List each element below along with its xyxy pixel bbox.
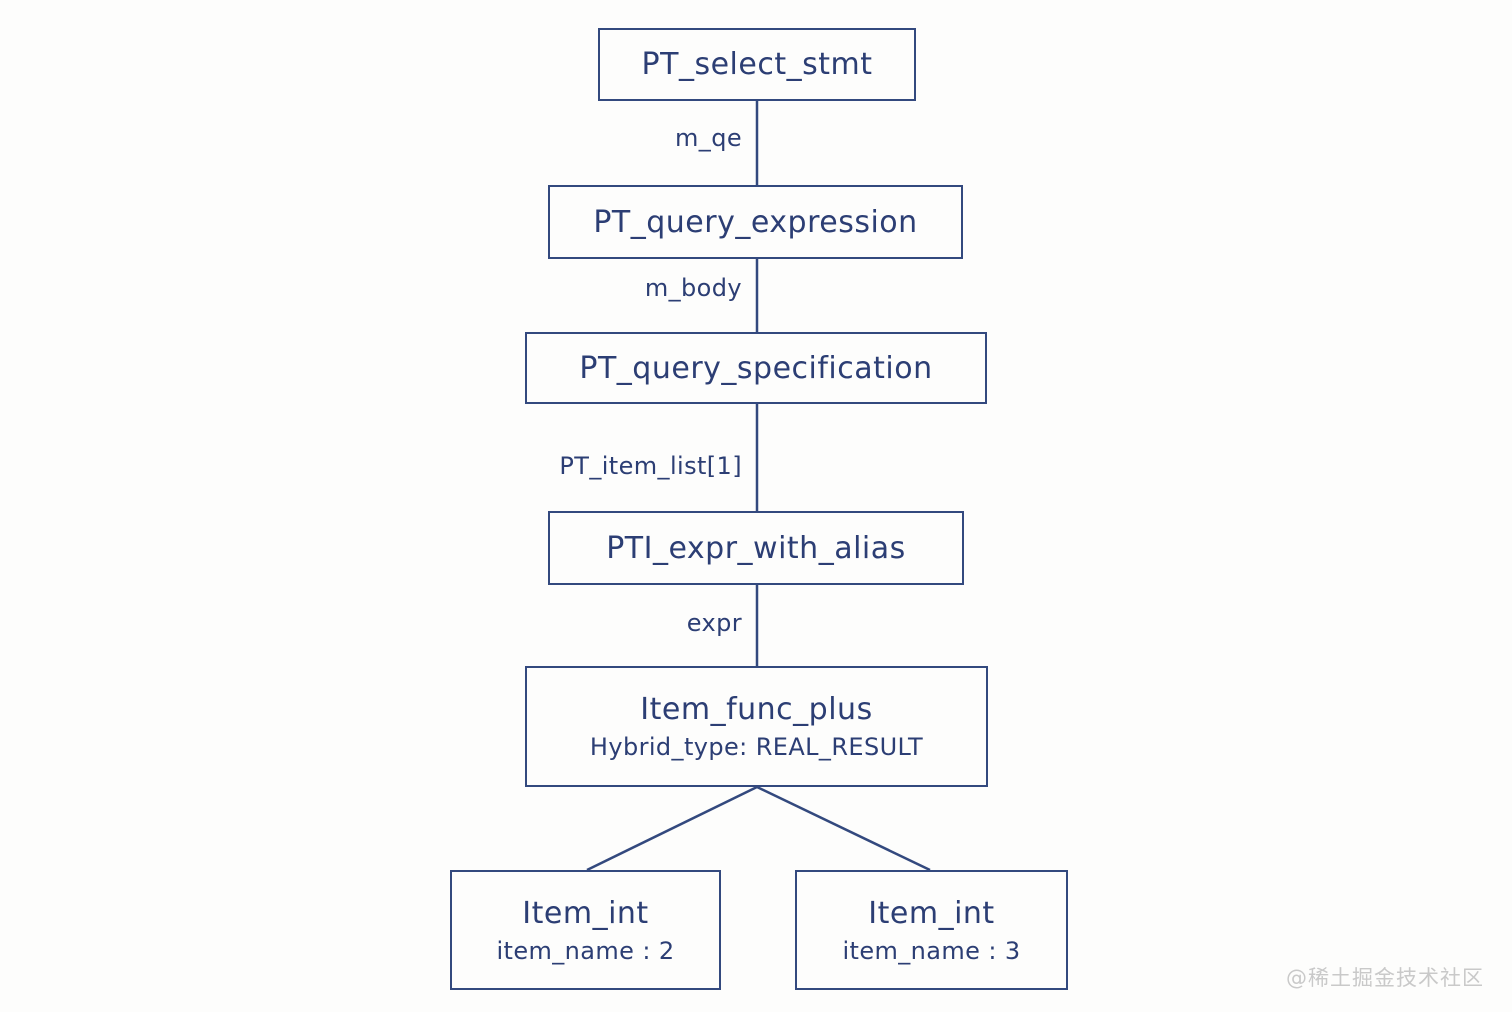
edge-left-child-line: [586, 785, 758, 872]
node-title: Item_func_plus: [640, 692, 873, 727]
node-title: PTI_expr_with_alias: [606, 530, 906, 566]
node-subtitle: item_name : 2: [496, 936, 675, 965]
edge-label-pt-item-list: PT_item_list[1]: [559, 452, 742, 480]
node-title: PT_query_specification: [579, 350, 933, 386]
node-item-func-plus: Item_func_plus Hybrid_type: REAL_RESULT: [525, 666, 988, 787]
node-item-int-right: Item_int item_name : 3: [795, 870, 1068, 990]
edge-label-expr: expr: [686, 609, 742, 637]
edge-right-child-line: [756, 785, 931, 872]
node-pt-query-expression: PT_query_expression: [548, 185, 963, 259]
node-subtitle: Hybrid_type: REAL_RESULT: [589, 733, 924, 761]
node-title: PT_select_stmt: [641, 47, 873, 82]
node-subtitle: item_name : 3: [842, 936, 1021, 965]
edge-label-m-body: m_body: [644, 274, 742, 302]
node-pti-expr-with-alias: PTI_expr_with_alias: [548, 511, 964, 585]
node-title: Item_int: [868, 895, 995, 931]
node-item-int-left: Item_int item_name : 2: [450, 870, 721, 990]
node-title: PT_query_expression: [593, 204, 918, 240]
node-pt-select-stmt: PT_select_stmt: [598, 28, 916, 101]
node-title: Item_int: [522, 895, 649, 931]
node-pt-query-specification: PT_query_specification: [525, 332, 987, 404]
edge-label-m-qe: m_qe: [675, 124, 742, 152]
watermark-text: @稀土掘金技术社区: [1286, 966, 1484, 990]
